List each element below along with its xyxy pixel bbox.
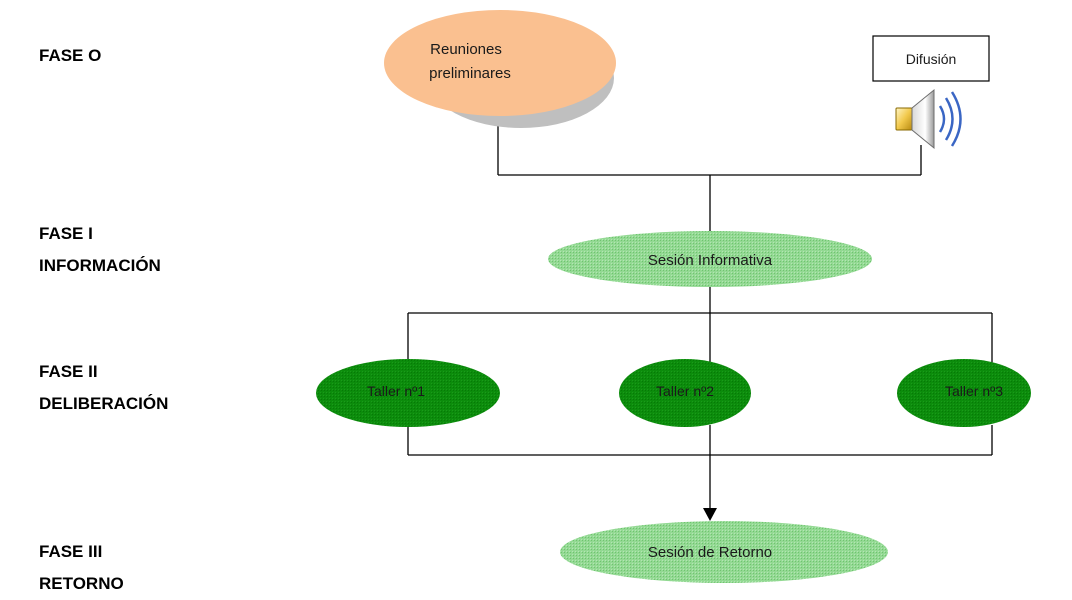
node-sesion-retorno: Sesión de Retorno [560,521,888,583]
difusion-label: Difusión [906,51,957,67]
connectors [407,100,993,510]
phase-0-line-1: FASE O [39,46,102,65]
taller-2-label: Taller nº2 [656,383,714,399]
sesion-retorno-label: Sesión de Retorno [648,544,772,561]
node-sesion-informativa: Sesión Informativa [548,231,872,287]
sesion-retorno-ellipse [560,521,888,583]
taller-3-label: Taller nº3 [945,383,1003,399]
phase-1-line-1: FASE I [39,224,93,243]
taller-2-ellipse [619,359,751,427]
reuniones-label-line-1: Reuniones [430,41,502,58]
phase-2-line-2: DELIBERACIÓN [39,394,169,413]
node-difusion: Difusión [872,35,990,82]
taller-1-label: Taller nº1 [367,383,425,399]
phase-2-line-1: FASE II [39,362,98,381]
sesion-informativa-ellipse [548,231,872,287]
phase-2-label: FASE II DELIBERACIÓN [39,356,168,420]
phase-3-line-1: FASE III [39,542,103,561]
reuniones-label-line-2: preliminares [429,65,511,82]
phase-3-label: FASE III RETORNO [39,536,124,600]
reuniones-ellipse [384,10,616,116]
phase-1-label: FASE I INFORMACIÓN [39,218,161,282]
node-taller-2: Taller nº2 [619,359,751,427]
node-taller-1: Taller nº1 [316,359,500,427]
taller-3-ellipse [897,359,1031,427]
phase-1-line-2: INFORMACIÓN [39,256,161,275]
sesion-informativa-label: Sesión Informativa [648,252,773,269]
phase-3-line-2: RETORNO [39,574,124,593]
taller-1-ellipse [316,359,500,427]
speaker-icon [895,88,962,150]
difusion-box [872,35,990,82]
node-taller-3: Taller nº3 [897,359,1031,427]
node-reuniones-preliminares: Reuniones preliminares [384,10,616,128]
phase-0-label: FASE O [39,40,101,72]
arrowhead-to-retorno [703,508,717,521]
